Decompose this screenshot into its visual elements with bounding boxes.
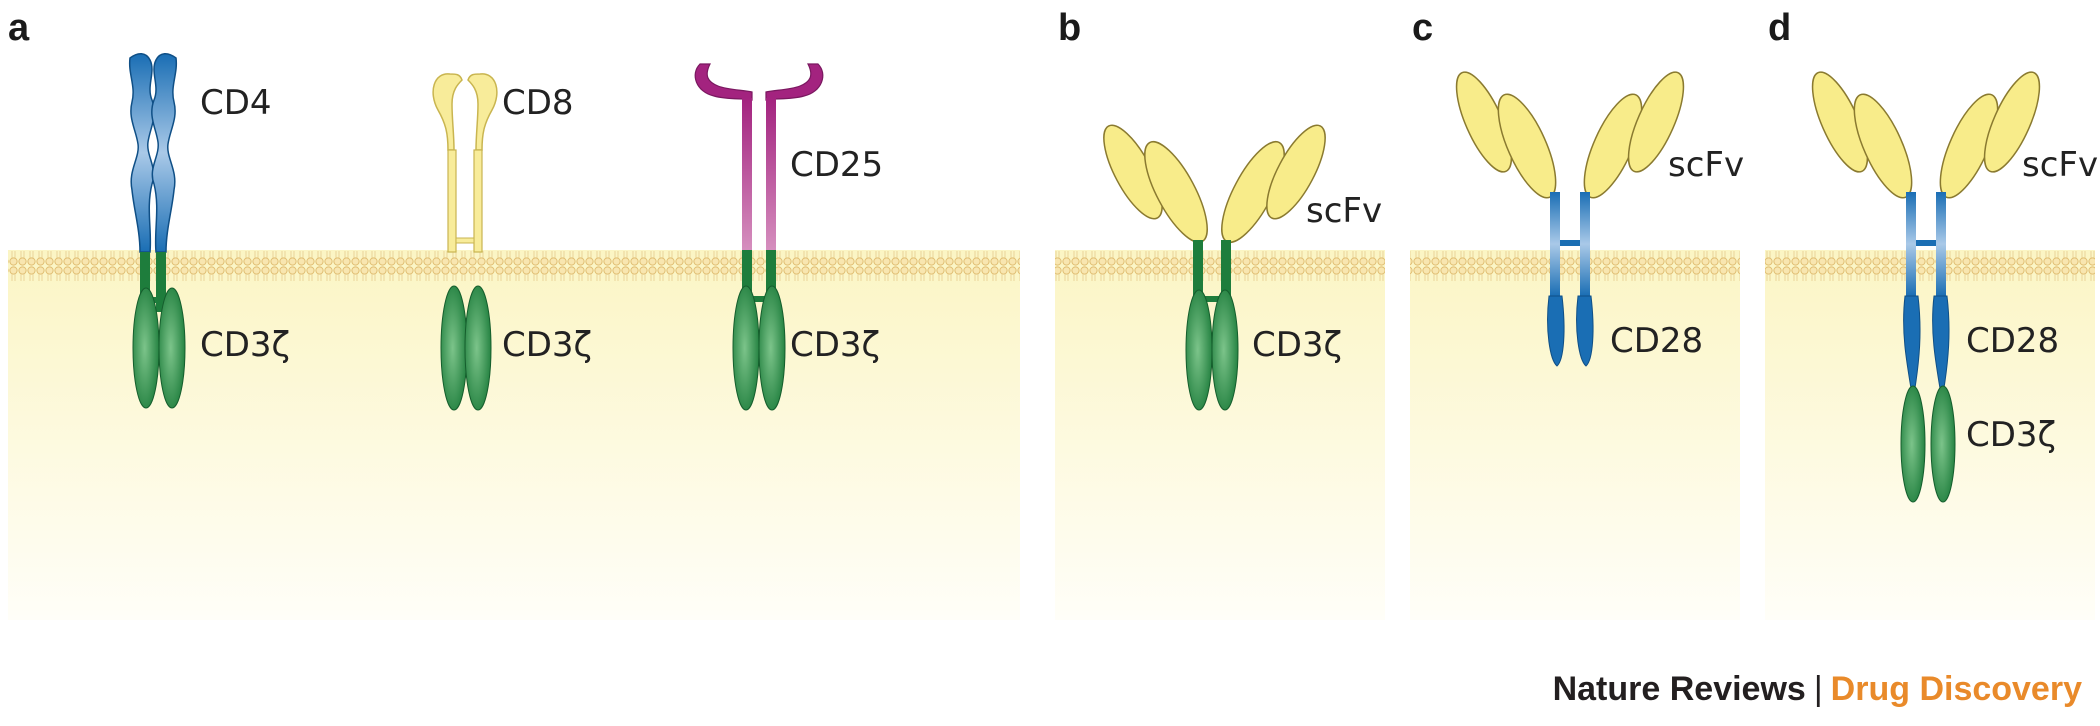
scfv-label-b: scFv — [1306, 191, 1382, 231]
panel-c: c scFv CD28 — [1410, 7, 1744, 620]
scfv-domain-b: scFv — [1103, 124, 1382, 243]
scfv-label-c: scFv — [1668, 145, 1744, 185]
cd8-label: CD8 — [502, 83, 574, 123]
cd8-stalk — [447, 149, 457, 253]
cytoplasm — [1765, 250, 2095, 620]
cd3z-domain-b: CD3ζ — [1185, 240, 1342, 411]
cd8-receptor: CD8 — [432, 73, 574, 253]
cd25-receptor: CD25 — [694, 63, 883, 252]
cd8-head-right — [467, 73, 498, 151]
cd25-label: CD25 — [790, 145, 883, 185]
panel-a: a CD4 CD3ζ CD8 CD3ζ — [8, 7, 1020, 620]
cd3z-domain-d: CD3ζ — [1900, 385, 2056, 503]
cd3z-label-3: CD3ζ — [790, 325, 880, 365]
publisher-name: Nature Reviews — [1552, 670, 1806, 708]
cd4-label: CD4 — [200, 83, 272, 123]
panel-letter-b: b — [1058, 7, 1081, 49]
journal-credit: Nature Reviews|Drug Discovery — [1553, 670, 2082, 709]
journal-name: Drug Discovery — [1830, 670, 2082, 708]
cell-membrane — [1055, 249, 1385, 287]
cd3z-domain-2: CD3ζ — [440, 285, 592, 411]
cd3z-label-2: CD3ζ — [502, 325, 592, 365]
panel-letter-a: a — [8, 7, 30, 49]
panel-d: d scFv CD28 CD3ζ — [1765, 7, 2098, 620]
panel-b: b scFv CD3ζ — [1055, 7, 1385, 620]
cd25-head-left — [694, 63, 753, 101]
cd28-label-d: CD28 — [1966, 321, 2059, 361]
cell-membrane — [1410, 249, 1740, 287]
cd4-receptor: CD4 — [128, 53, 272, 253]
cd4-domain-left — [128, 53, 155, 253]
scfv-domain-c: scFv — [1455, 71, 1744, 199]
cd3z-domain-1: CD3ζ — [132, 252, 290, 409]
cell-membrane — [8, 249, 1020, 287]
cd25-head-right — [765, 63, 824, 101]
cell-membrane — [1765, 249, 2095, 287]
cd3z-label-d: CD3ζ — [1966, 415, 2056, 455]
panel-letter-c: c — [1412, 7, 1433, 49]
cd28-domain-c: CD28 — [1547, 192, 1703, 367]
cd4-domain-right — [151, 53, 178, 253]
scfv-domain-d: scFv — [1811, 71, 2098, 199]
cd3z-label-1: CD3ζ — [200, 325, 290, 365]
credit-separator: | — [1813, 670, 1823, 708]
cd3z-label-b: CD3ζ — [1252, 325, 1342, 365]
cd3z-domain-3: CD3ζ — [732, 250, 880, 411]
panel-letter-d: d — [1768, 7, 1791, 49]
cd28-domain-d: CD28 — [1903, 192, 2059, 401]
scfv-label-d: scFv — [2022, 145, 2098, 185]
cd28-label-c: CD28 — [1610, 321, 1703, 361]
cd8-head-left — [432, 73, 463, 151]
cd25-stalk — [742, 98, 752, 252]
cytoplasm — [1410, 250, 1740, 620]
